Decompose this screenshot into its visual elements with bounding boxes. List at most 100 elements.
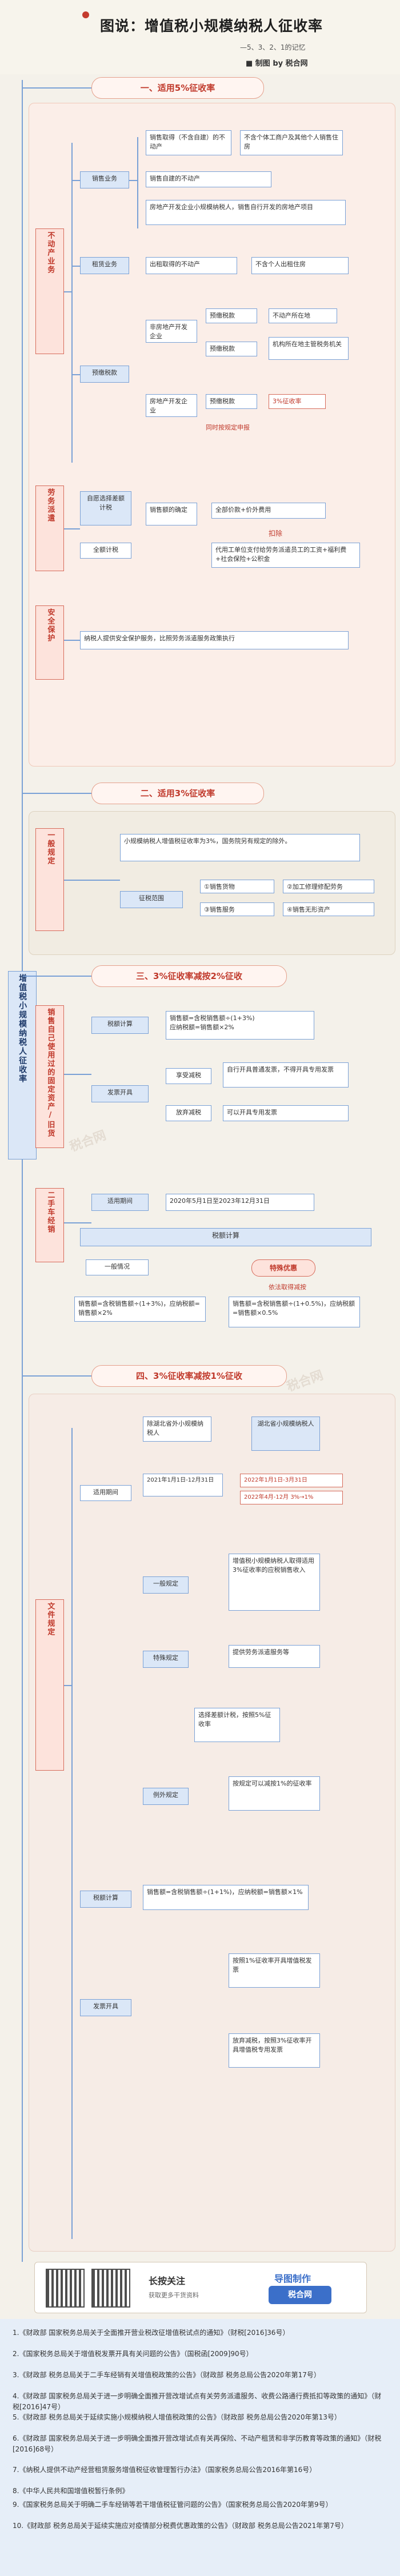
estate-trunk [71,143,73,463]
labor-label: 劳务派遣 [46,488,55,523]
s4-special-desc: 提供劳务派遣服务等 [229,1645,320,1668]
connector [64,1222,91,1223]
s2-exceptions-label: 征税范围 [120,891,183,908]
connector [64,640,80,641]
s4-invoice-label: 发票开具 [80,1999,131,2016]
s4-formula: 销售额=含税销售额÷(1+1%)，应纳税额=销售额×1% [143,1885,309,1910]
follow-title: 长按关注 [149,2276,186,2286]
prepay-item-5: 预缴税款 [206,342,257,356]
connector [64,1685,71,1686]
connector [64,291,71,292]
s2-item-2: ②加工修理修配劳务 [283,880,374,893]
sale-item-2: 销售自建的不动产 [146,171,271,187]
s4-special-sub: 选择差额计税，按照5%征收率 [194,1708,280,1742]
connector [71,180,80,181]
s4-date-2: 2022年1月1日-3月31日 [240,1474,343,1487]
references-panel [0,2319,400,2576]
sale-item-1: 销售取得（不含自建）的不动产 [146,130,231,155]
labor-item-2: 销售额的确定 [146,503,197,525]
estate-label-box: 不动产业务 [35,228,64,354]
section-2-header: 二、适用3%征收率 [91,783,264,804]
section-3-header: 三、3%征收率减按2%征收 [91,965,287,987]
qr-code-icon[interactable] [46,2269,85,2308]
section-4-zone [29,1394,395,2252]
s3-calc-special: 销售额=含税销售额÷(1+0.5%)，应纳税额=销售额×0.5% [229,1297,360,1327]
s3-tax-label: 税额计算 [91,1017,149,1034]
connector [64,528,80,529]
s4-general-desc: 增值税小规模纳税人取得适用3%征收率的应税销售收入 [229,1554,320,1611]
s4-date-1: 2021年1月1日-12月31日 [143,1474,223,1496]
prepay-item-7: 预缴税款 [206,394,257,409]
s4-exception-desc: 按规定可以减按1%的征收率 [229,1776,320,1811]
labor-item-4: 扣除 [269,529,283,537]
s3-opt2: 放弃减税 [166,1105,211,1121]
section-1-header: 一、适用5%征收率 [91,77,264,99]
page-subtitle: —5、3、2、1的记忆 [240,43,306,51]
connector [23,1375,91,1377]
s3-opt1: 享受减税 [166,1068,211,1084]
s2-text: 小规模纳税人增值税征收率为3%，国务院另有规定的除外。 [120,834,360,861]
reference-1: 1.《财政部 国家税务总局关于全面推开营业税改征增值税试点的通知》（财税[201… [13,2329,290,2337]
sale-item-1-note: 不含个体工商户及其他个人销售住房 [240,130,343,155]
prepay-item-4: 机构所在地主管税务机关 [269,337,349,360]
reference-2: 2.《国家税务总局关于增值税发票开具有关问题的公告》（国税函[2009]90号） [13,2350,253,2358]
s3-general: 一般情况 [86,1259,149,1275]
labor-item-1: 全额计税 [80,543,131,559]
prepay-item-3: 不动产所在地 [269,308,337,323]
lease-note: 不含个人出租住房 [251,257,349,274]
s3-used-label-box: 销售自己使用过的固定资产/旧货 [35,1005,64,1148]
reference-9: 9.《国家税务总局关于明确二手车经销等若干增值税征管问题的公告》（国家税务总局公… [13,2501,333,2509]
prepay-item-6: 房地产开发企业 [146,394,197,417]
s3-used-label: 销售自己使用过的固定资产/旧货 [46,1008,55,1138]
main-label-box: 增值税小规模纳税人征收率 [8,971,37,1159]
prepay-note: 同时按规定申报 [206,424,250,431]
connector [23,976,91,977]
watermark: 税合网 [285,1368,326,1395]
s4-special: 特殊规定 [143,1651,189,1668]
connector [23,87,91,89]
sale-branch [137,137,138,228]
s4-policy-label-box: 文件规定 [35,1599,64,1771]
connector [71,266,80,267]
s3-special-note: 依法取得减按 [269,1283,306,1291]
reference-5: 5.《财政部 税务总局关于延续实施小规模纳税人增值税政策的公告》（财政部 税务总… [13,2413,341,2421]
s3-usedcar-label: 二手车经销 [46,1191,55,1234]
s3-calc-label: 税额计算 [80,1228,371,1246]
labor-item-5: 代用工单位支付给劳务派遣员工的工资+福利费+社会保险+公积金 [211,543,360,568]
security-item: 纳税人提供安全保护服务，比照劳务派遣服务政策执行 [80,631,349,649]
s3-formula: 销售额=含税销售额÷(1+3%) 应纳税额=销售额×2% [166,1011,314,1040]
connector [64,880,120,881]
sale-item-3: 房地产开发企业小规模纳税人，销售自行开发的房地产项目 [146,200,346,225]
s3-period-value: 2020年5月1日至2023年12月31日 [166,1194,314,1211]
page-title: 图说：增值税小规模纳税人征收率 [100,18,323,34]
s3-formula-2: 应纳税额=销售额×2% [170,1023,234,1031]
header: 图说：增值税小规模纳税人征收率 —5、3、2、1的记忆 ■ 制图 by 税合网 [0,0,400,74]
reference-6: 6.《财政部 国家税务总局关于进一步明确全面推开营改增试点有关再保险、不动产租赁… [13,2434,382,2453]
brand-title: 导图制作 [274,2273,311,2284]
s3-period-label: 适用期间 [91,1194,149,1211]
s2-label-box: 一般规定 [35,828,64,931]
reference-10: 10.《财政部 税务总局关于延续实施应对疫情部分税费优惠政策的公告》（财政部 税… [13,2522,348,2530]
reference-4: 4.《财政部 国家税务总局关于进一步明确全面推开营改增试点有关劳务派遣服务、收费… [13,2392,382,2411]
s4-policy-label: 文件规定 [46,1602,55,1636]
follow-sub: 获取更多干货资料 [149,2292,199,2299]
labor-choice: 自愿选择差额计税 [80,491,131,525]
watermark: 税合网 [67,1128,109,1155]
s3-usedcar-label-box: 二手车经销 [35,1188,64,1262]
s4-formula-label: 税额计算 [80,1891,131,1908]
qr-code-icon[interactable] [91,2269,130,2308]
s4-invoice-1: 按照1%征收率开具增值税发票 [229,1953,320,1988]
s3-calc-general: 销售额=含税销售额÷(1+3%)，应纳税额=销售额×2% [74,1297,206,1322]
s4-exception: 例外规定 [143,1788,189,1805]
reference-7: 7.《纳税人提供不动产经营租赁服务增值税征收管理暂行办法》（国家税务总局公告20… [13,2466,317,2474]
connector [64,1074,91,1075]
s4-hubei: 湖北省小规模纳税人 [251,1417,320,1451]
lease-item: 出租取得的不动产 [146,257,237,274]
security-label: 安全保护 [46,608,55,643]
s4-date-3: 2022年4月-12月 3%→1% [240,1491,343,1504]
s2-item-3: ③销售服务 [200,902,274,916]
reference-8: 8.《中华人民共和国增值税暂行条例》 [13,2487,129,2495]
section-4-header: 四、3%征收率减按1%征收 [91,1365,287,1387]
s3-opt2-desc: 可以开具专用发票 [223,1105,349,1121]
security-label-box: 安全保护 [35,605,64,680]
